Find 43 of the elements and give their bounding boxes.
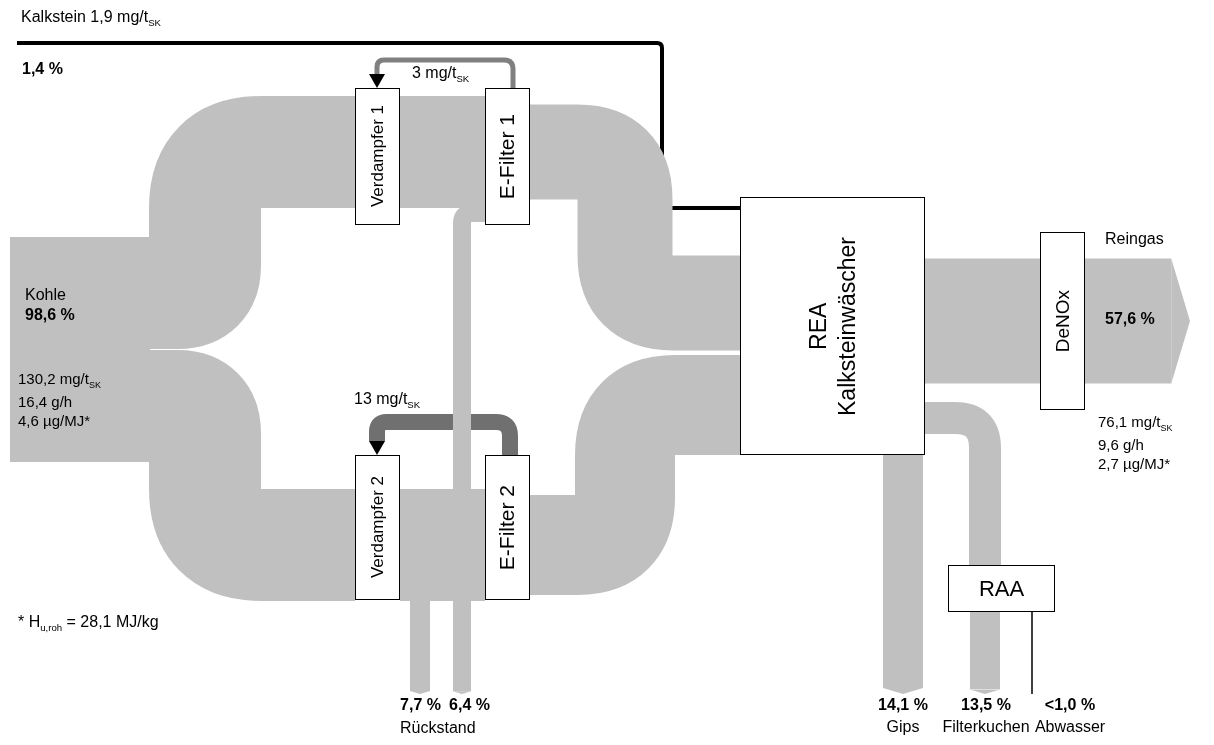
footnote: * H$_{u,roh}$ = 28,1 MJ/kg xyxy=(18,612,159,635)
return-arrow xyxy=(369,414,518,455)
input-label: Kohle xyxy=(25,285,66,305)
percent-value: <1,0 % xyxy=(1044,695,1096,715)
flow-band xyxy=(925,258,1040,384)
box-label: RAA xyxy=(978,574,1025,603)
output-label: Abwasser xyxy=(1034,717,1106,737)
box-label: Verdampfer 2 xyxy=(366,476,388,579)
box-label: REA xyxy=(803,301,832,352)
box-label: DeNOx xyxy=(1050,289,1074,353)
process-box xyxy=(1040,232,1085,410)
percent-value: 13,5 % xyxy=(961,695,1011,715)
percent-value: 14,1 % xyxy=(878,695,928,715)
edge-label: 3 mg/t$_{SK}$ xyxy=(410,64,472,85)
output-label: Filterkuchen xyxy=(942,717,1030,737)
percent-value: 1,4 % xyxy=(22,60,63,78)
output-label: Reingas xyxy=(1105,230,1164,248)
percent-value: 98,6 % xyxy=(25,305,75,325)
edge-label: 13 mg/t$_{SK}$ xyxy=(352,390,423,411)
box-label: E-Filter 2 xyxy=(494,484,520,571)
process-box xyxy=(485,88,530,225)
input-label: Kalkstein 1,9 mg/t$_{SK}$ xyxy=(21,8,161,29)
flow-line xyxy=(17,41,740,210)
process-box xyxy=(355,455,400,600)
process-box xyxy=(485,455,530,600)
percent-value: 6,4 % xyxy=(449,695,490,715)
percent-value: 7,7 % xyxy=(400,695,441,715)
percent-value: 57,6 % xyxy=(1105,310,1155,328)
box-label: E-Filter 1 xyxy=(494,113,520,200)
box-label: Verdampfer 1 xyxy=(366,105,388,208)
box-label: Kalksteinwäscher xyxy=(832,236,861,416)
flow-band xyxy=(883,455,923,694)
output-label: Gips xyxy=(886,717,920,737)
output-label: Rückstand xyxy=(400,718,476,738)
emission-values: 130,2 mg/t$_{SK}$ 16,4 g/h 4,6 µg/MJ* xyxy=(18,369,101,431)
process-box xyxy=(948,565,1055,612)
inflow-band xyxy=(10,237,150,462)
flow-band xyxy=(970,612,1000,694)
process-box xyxy=(355,88,400,225)
process-box xyxy=(740,197,925,455)
flow-line xyxy=(1031,611,1033,695)
flow-band xyxy=(400,489,485,601)
emission-values: 76,1 mg/t$_{SK}$ 9,6 g/h 2,7 µg/MJ* xyxy=(1098,412,1173,474)
